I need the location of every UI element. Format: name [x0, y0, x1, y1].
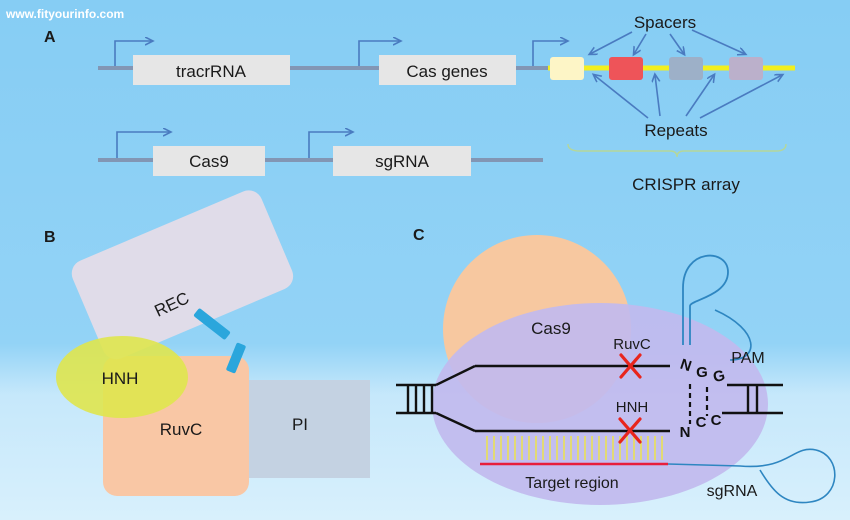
gene-label-cas9: Cas9	[189, 152, 229, 171]
label-spacers: Spacers	[634, 13, 696, 32]
spacer-pointer-arrows	[590, 29, 745, 54]
repeat-pointer-arrows	[594, 75, 782, 119]
promoter-arrow-tracrrna	[114, 41, 152, 66]
panel-b: B REC HNH RuvC PI	[44, 190, 370, 496]
crispr-spacer-2	[669, 57, 703, 80]
label-ruvc: RuvC	[160, 420, 203, 439]
sgrna-tail	[714, 309, 752, 361]
label-repeats: Repeats	[644, 121, 707, 140]
gene-box-tracrrna	[133, 55, 290, 85]
watermark: www.fityourinfo.com	[5, 7, 124, 21]
dna-right-end	[722, 383, 783, 415]
label-hnh-site: HNH	[616, 399, 649, 416]
pam-top-base-2: G	[696, 364, 708, 381]
pam-bottom-base-2: C	[696, 414, 707, 431]
sgrna-hairpin-loop	[682, 254, 729, 345]
panel-b-letter: B	[44, 229, 56, 246]
domain-hnh	[56, 336, 188, 418]
label-target-region: Target region	[525, 475, 618, 492]
label-pam: PAM	[731, 350, 764, 367]
gene-label-cas-genes: Cas genes	[406, 62, 487, 81]
panel-a: A tracrRNA Cas genes Spacers Repeats	[44, 13, 795, 194]
cas9-purple-body	[432, 303, 768, 505]
promoter-arrow-crispr	[532, 41, 567, 66]
panel-c: C Cas9	[396, 227, 836, 505]
pam-top-base-1: N	[678, 356, 694, 376]
panel-a-letter: A	[44, 29, 56, 46]
panel-c-letter: C	[413, 227, 425, 244]
linker-segments	[193, 308, 246, 374]
crispr-spacer-3	[729, 57, 763, 80]
ruvc-cleavage-cross	[619, 353, 642, 379]
label-ruvc-site: RuvC	[613, 336, 651, 353]
pam-pairing-dashes	[688, 384, 709, 424]
gene-box-cas9	[153, 146, 265, 176]
label-hnh: HNH	[102, 369, 139, 388]
sgrna-base-pairs	[486, 436, 663, 460]
pam-bottom-base-3: C	[711, 412, 722, 429]
pam-bottom-base-1: N	[680, 424, 691, 441]
promoter-arrow-cas9	[116, 132, 170, 158]
gene-box-sgrna	[333, 146, 471, 176]
pam-top-base-3: G	[711, 367, 727, 386]
domain-rec	[71, 190, 294, 360]
crispr-array-bracket	[567, 143, 787, 158]
label-crispr-array: CRISPR array	[632, 175, 740, 194]
dna-left-end	[396, 364, 476, 433]
hnh-cleavage-cross	[618, 417, 642, 444]
label-sgrna: sgRNA	[707, 483, 758, 500]
promoter-arrow-cas-genes	[358, 41, 400, 66]
label-cas9: Cas9	[531, 319, 571, 338]
domain-pi	[248, 380, 370, 478]
gene-label-sgrna: sgRNA	[375, 152, 430, 171]
sgrna-scaffold-line	[667, 448, 836, 504]
crispr-leader	[550, 57, 584, 80]
gene-label-tracrrna: tracrRNA	[176, 62, 247, 81]
crispr-spacer-1	[609, 57, 643, 80]
label-pi: PI	[292, 415, 308, 434]
gene-box-cas-genes	[379, 55, 516, 85]
promoter-arrow-sgrna	[308, 132, 352, 158]
